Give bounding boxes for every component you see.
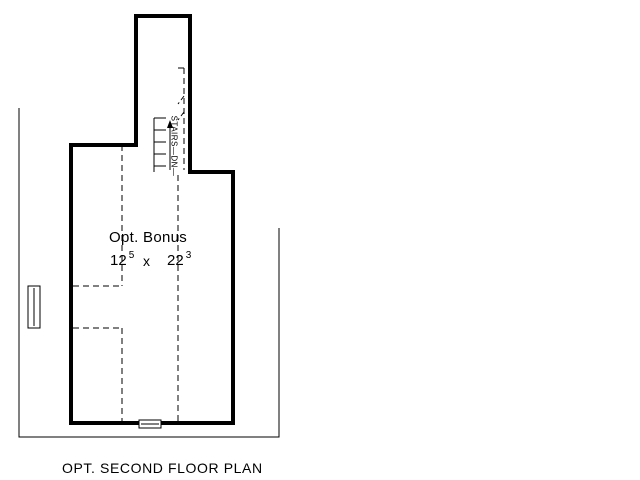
exterior-wall	[69, 14, 235, 425]
stair-steps	[153, 117, 166, 172]
room-width-feet: 12	[110, 252, 127, 269]
stairs-label-text: STAIRS—DN—	[169, 115, 179, 177]
stair-arrow-icon	[167, 120, 173, 170]
bottom-opening	[138, 419, 162, 429]
room-length-feet: 22	[167, 252, 184, 269]
room-name-label: Opt. Bonus	[109, 229, 188, 246]
knee-wall-dashed-lines	[73, 67, 185, 421]
plan-title: OPT. SECOND FLOOR PLAN	[62, 460, 263, 476]
window-left	[27, 285, 41, 329]
context-lines	[18, 108, 280, 438]
dimension-separator: x	[143, 253, 150, 269]
room-width-inches: 5	[128, 250, 135, 261]
stair-treads	[177, 95, 185, 121]
room-length-inches: 3	[185, 250, 192, 261]
stairs-label: STAIRS—DN—	[164, 116, 184, 177]
